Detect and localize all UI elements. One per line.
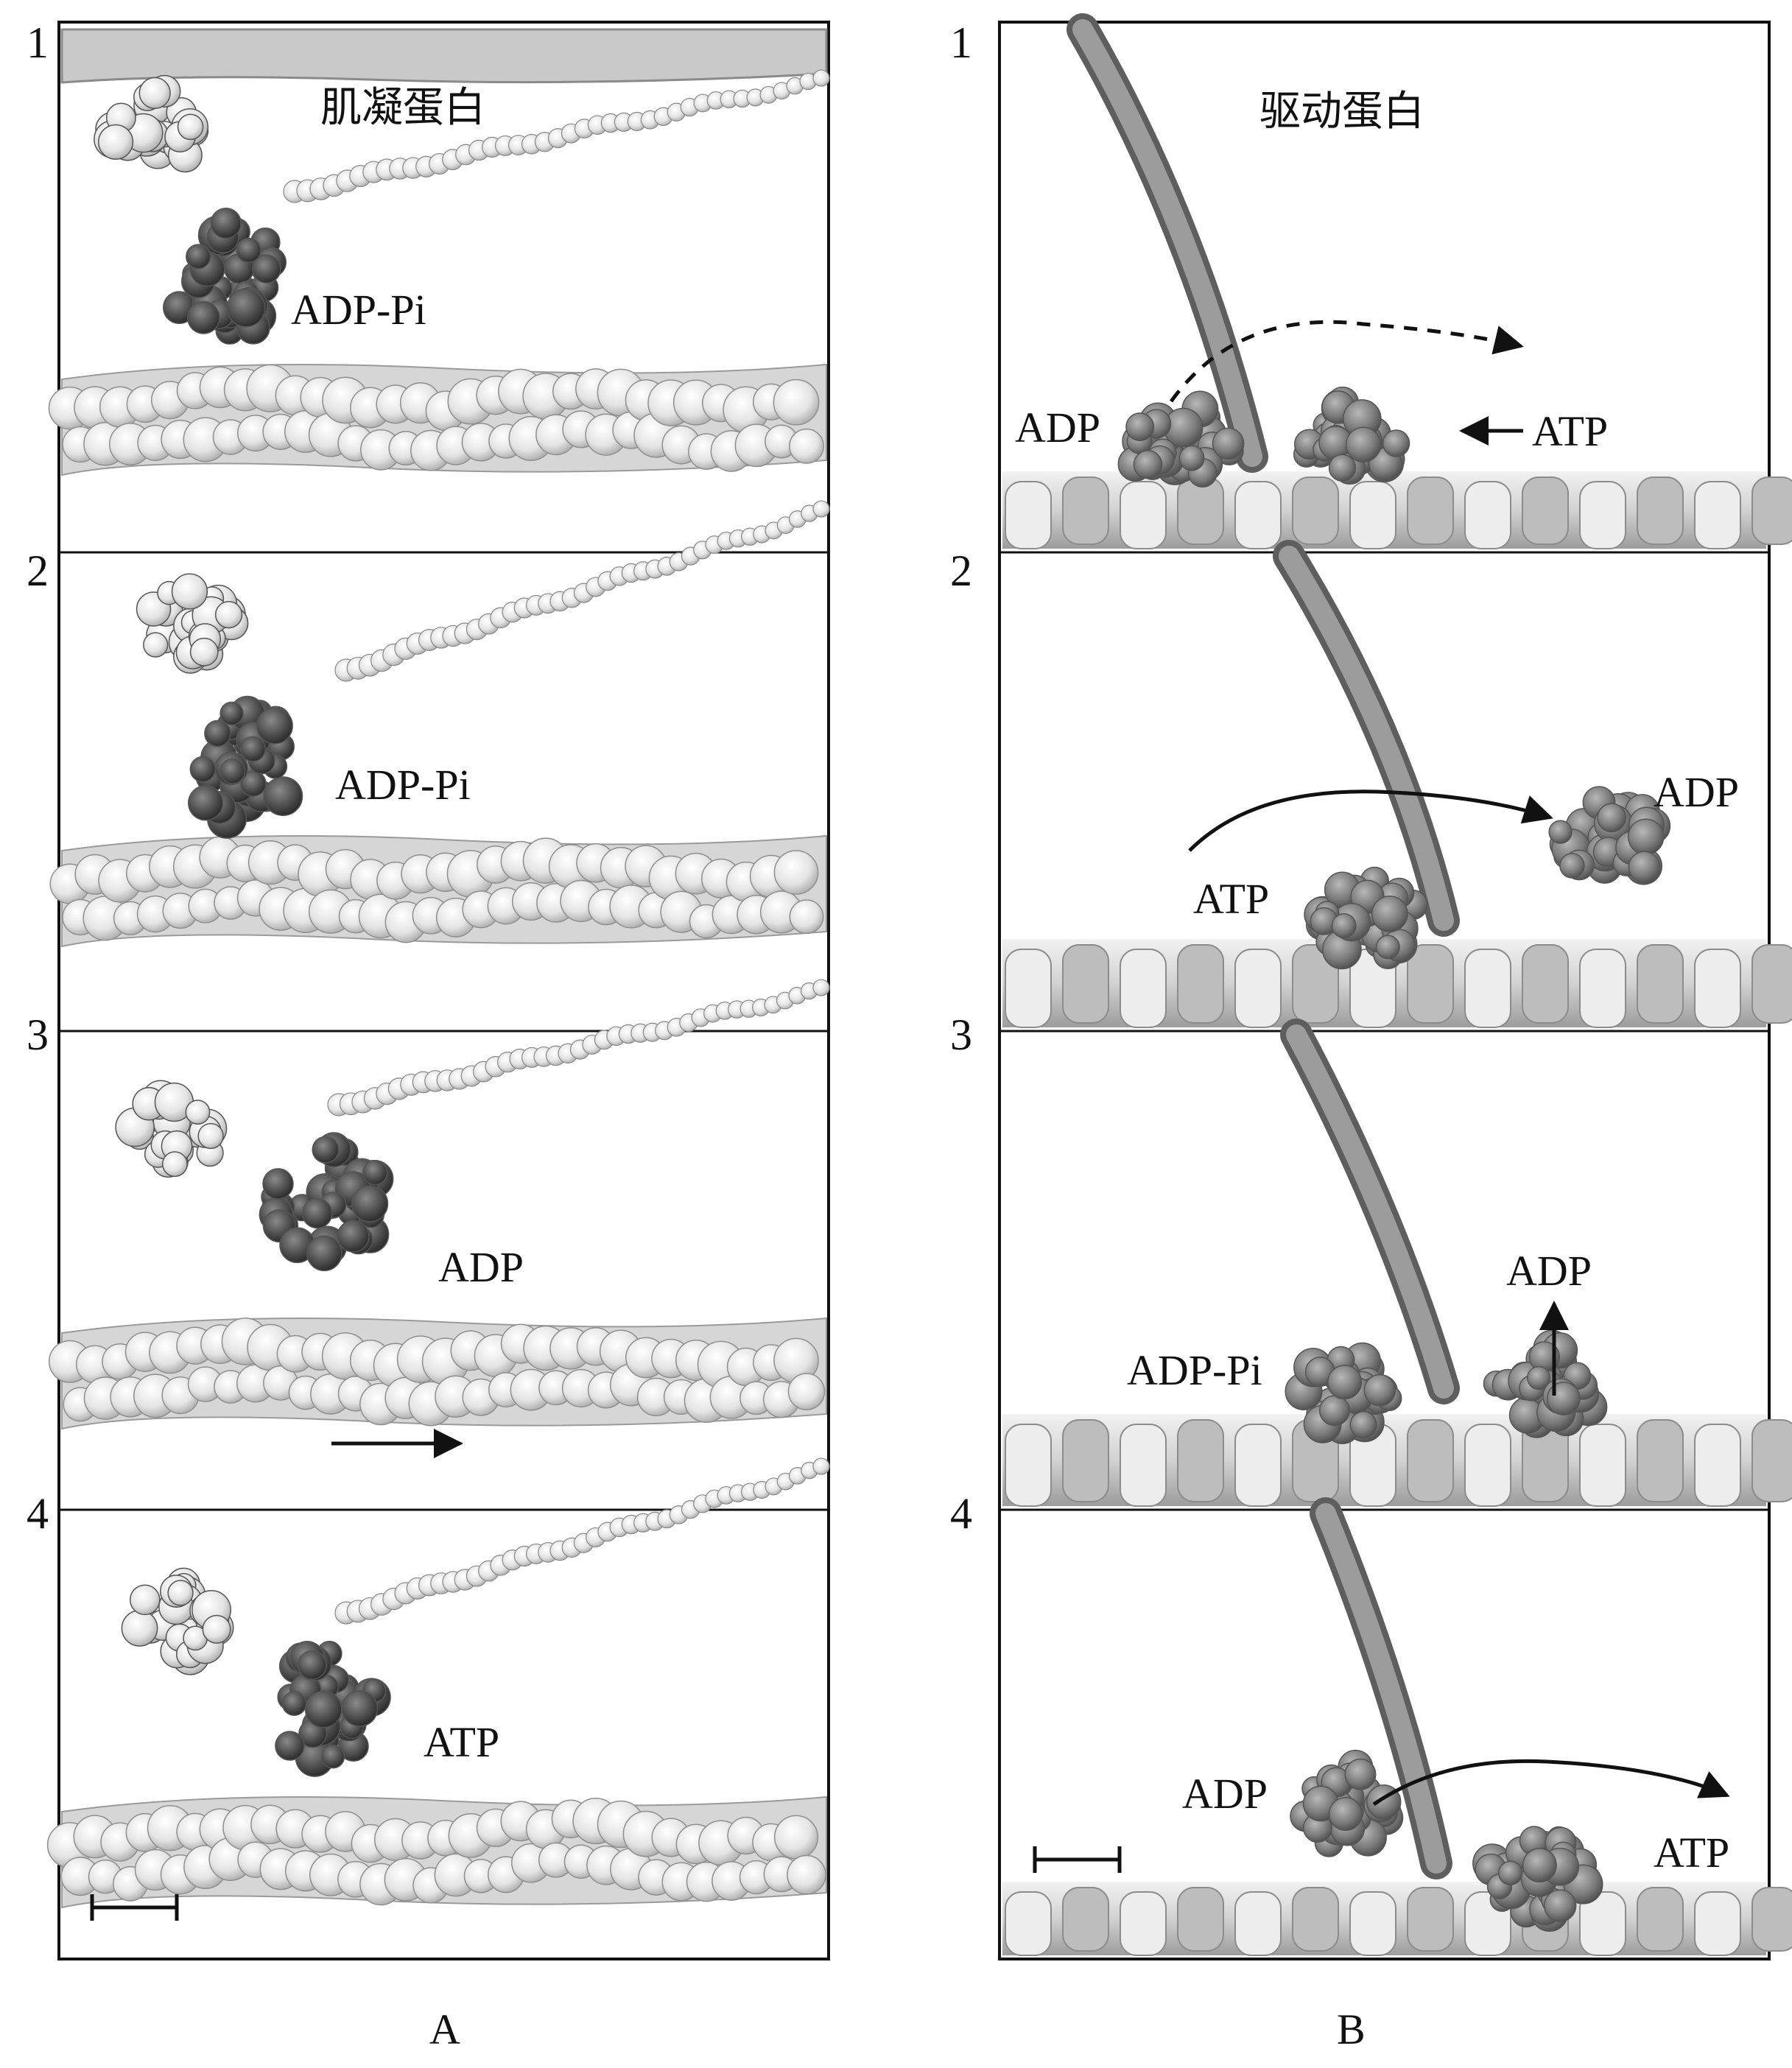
myosin-head-step-4 <box>275 1640 391 1777</box>
kinesin-stalk-step-2 <box>1273 540 1460 937</box>
panel-b-step4-right-label: ATP <box>1654 1829 1729 1877</box>
panel-a-scale-bar <box>90 1894 179 1921</box>
panel-b-step1-right-label: ATP <box>1532 407 1608 455</box>
panel-a-label-step1: ADP-Pi <box>291 286 426 334</box>
myosin-tail-step-2 <box>334 500 830 682</box>
panel-b-step2-arc-arrow <box>1188 789 1553 852</box>
panel-b-step2-left-label: ATP <box>1193 875 1269 923</box>
myosin-head-step-1 <box>163 208 287 345</box>
panel-a-step-number-4: 4 <box>27 1489 49 1538</box>
panel-a-label-step3: ADP <box>438 1243 524 1291</box>
myosin-light-domain-step-4 <box>121 1567 234 1675</box>
kinesin-head-step-2-2 <box>1548 786 1671 885</box>
microtubule-step-4 <box>1002 1882 1792 1956</box>
myosin-light-domain-step-2 <box>136 573 249 674</box>
panel-a-step-number-1: 1 <box>27 18 49 67</box>
thick-filament <box>60 28 828 84</box>
microtubule-step-2 <box>1002 939 1792 1028</box>
panel-b-step4-left-label: ADP <box>1182 1770 1268 1818</box>
microtubule-step-1 <box>1002 471 1792 549</box>
kinesin-head-step-2-1 <box>1304 866 1428 970</box>
kinesin-head-step-1-2 <box>1293 386 1410 485</box>
kinesin-head-step-3-1 <box>1285 1342 1402 1444</box>
panel-a-step-number-2: 2 <box>27 546 49 595</box>
actin-filament-step-4 <box>46 1796 827 1909</box>
panel-b-step1-left-label: ADP <box>1015 404 1100 451</box>
panel-b-scale-bar <box>1033 1846 1122 1873</box>
panel-b-caption: B <box>1337 2005 1366 2053</box>
myosin-tail-step-1 <box>283 69 830 203</box>
panel-b-title: 驱动蛋白 <box>1259 88 1424 136</box>
microtubule-step-3 <box>1002 1414 1792 1507</box>
kinesin-head-step-4-2 <box>1472 1826 1603 1932</box>
panel-b-step2-right-label: ADP <box>1654 768 1739 816</box>
panel-a-label-step4: ATP <box>424 1718 499 1766</box>
panel-b-step3-left-label: ADP-Pi <box>1127 1346 1262 1394</box>
actin-filament-step-3 <box>48 1317 827 1430</box>
myosin-head-step-3 <box>259 1132 394 1272</box>
panel-a-step-number-3: 3 <box>27 1010 49 1059</box>
panel-a <box>46 21 830 1960</box>
kinesin-head-step-4-1 <box>1290 1749 1404 1857</box>
panel-a-label-step2: ADP-Pi <box>335 761 471 809</box>
myosin-head-step-2 <box>188 695 303 839</box>
kinesin-stalk-step-1 <box>1067 13 1268 473</box>
panel-b-step-number-2: 2 <box>950 546 972 595</box>
kinesin-head-step-1-1 <box>1117 390 1245 488</box>
actin-filament-step-2 <box>49 834 827 948</box>
panel-b-step-number-3: 3 <box>950 1010 972 1059</box>
myosin-light-domain-step-3 <box>115 1080 228 1178</box>
kinesin-stalk-step-4 <box>1310 1497 1452 1879</box>
myosin-tail-step-4 <box>334 1457 830 1625</box>
panel-b-step3-right-label: ADP <box>1506 1247 1592 1295</box>
panel-b <box>998 13 1792 1960</box>
actin-filament-step-1 <box>48 363 827 476</box>
myosin-tail-step-3 <box>327 979 830 1116</box>
kinesin-stalk-step-3 <box>1280 1019 1460 1404</box>
panel-a-caption: A <box>429 2005 460 2053</box>
panel-a-title: 肌凝蛋白 <box>320 84 485 132</box>
myosin-light-domain-step-1 <box>94 74 209 173</box>
panel-b-step4-arc-arrow <box>1372 1759 1730 1807</box>
panel-b-step-number-4: 4 <box>950 1489 972 1538</box>
panel-b-step-number-1: 1 <box>950 18 972 67</box>
